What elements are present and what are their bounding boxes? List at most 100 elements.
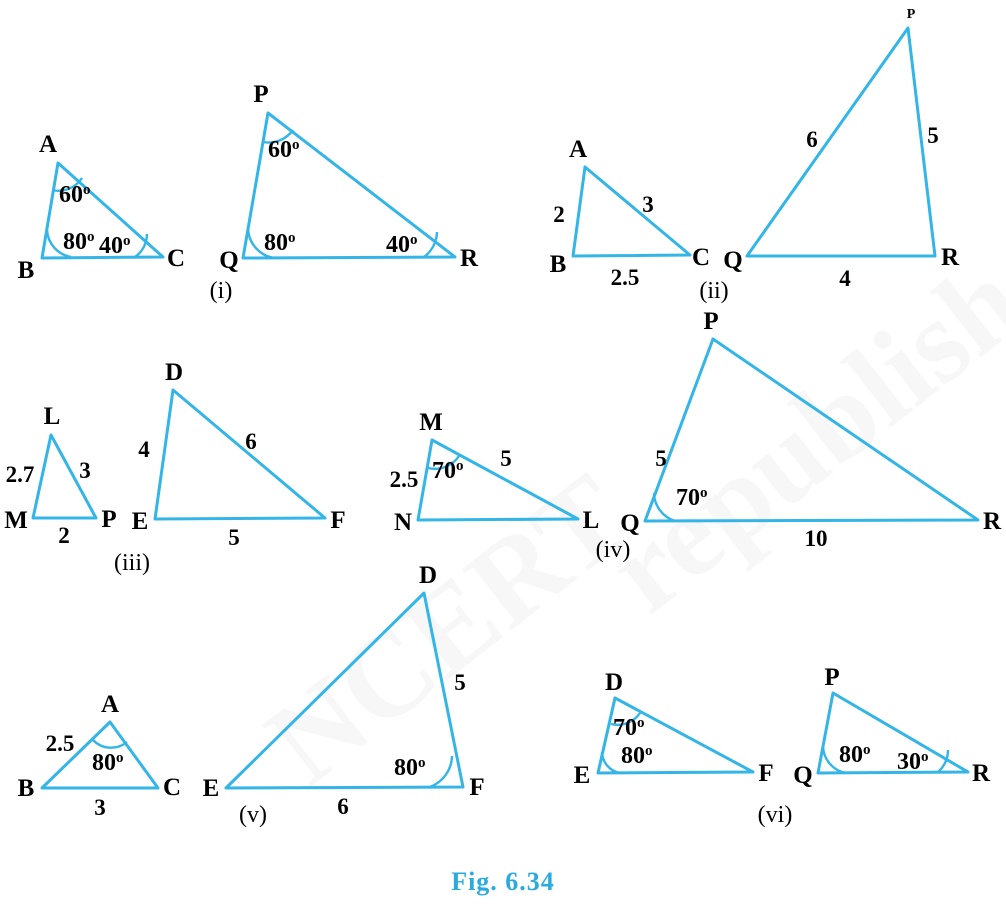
part-label-iv: (iv) (596, 537, 631, 563)
triangle-pqr-iv-outline (643, 337, 980, 523)
side-label-ef-iii: 5 (228, 525, 240, 550)
part-label-ii: (ii) (699, 278, 728, 304)
triangle-def-vi-outline (596, 696, 755, 775)
part-label-vi: (vi) (758, 802, 793, 828)
vertex-label-p-i: P (253, 81, 268, 108)
vertex-label-m-iv: M (419, 409, 443, 436)
angle-arc-p-i (262, 129, 294, 144)
vertex-label-a-v: A (101, 691, 119, 718)
vertex-label-p-iv: P (703, 308, 718, 335)
angle-label-p-i: 60o (268, 137, 300, 163)
vertex-label-b-ii: B (550, 251, 567, 278)
side-label-qr-iv: 10 (805, 526, 828, 551)
angle-arc-r-vi (937, 749, 950, 773)
vertex-label-b-v: B (18, 775, 35, 802)
triangle-def-vi: D E F 70o 80o (574, 669, 774, 789)
angle-label-r-i: 40o (386, 232, 418, 258)
angle-arc-d-vi (610, 712, 641, 726)
triangle-abc-ii: A B C 2 3 2.5 (550, 136, 710, 290)
vertex-label-p-iii: P (101, 506, 116, 533)
angle-arc-e-vi (600, 751, 621, 775)
angle-arc-a-i (51, 177, 84, 192)
vertex-label-f-iii: F (330, 507, 345, 534)
vertex-label-e-v: E (203, 775, 220, 802)
angle-arc-q-vi (821, 745, 847, 775)
vertex-label-d-vi: D (605, 669, 623, 696)
angle-arc-a-v (92, 739, 128, 749)
angle-arc-f-v (429, 755, 454, 789)
angle-label-a-i: 60o (59, 182, 91, 208)
vertex-label-e-vi: E (574, 762, 591, 789)
vertex-label-q-iv: Q (620, 510, 639, 537)
side-label-mp-iii: 2 (58, 523, 70, 548)
vertex-label-l-iv: L (583, 507, 600, 534)
angle-label-q-iv: 70o (676, 485, 708, 511)
angle-arc-m-iv (427, 455, 460, 470)
angle-arc-q-i (246, 227, 275, 260)
angle-arc-q-iv (652, 492, 676, 523)
side-label-mn-iv: 2.5 (390, 467, 419, 492)
triangle-abc-ii-outline (571, 165, 692, 258)
triangle-mnl-iv: M N L 2.5 5 70o (390, 409, 600, 536)
side-label-lp-iii: 3 (79, 458, 91, 483)
side-label-ml-iv: 5 (500, 446, 512, 471)
vertex-label-p-vi: P (824, 664, 839, 691)
vertex-label-r-iv: R (983, 508, 1002, 535)
side-label-pq-ii: 6 (806, 127, 818, 152)
angle-label-e-vi: 80o (621, 743, 653, 769)
side-label-pq-iv: 5 (655, 446, 667, 471)
vertex-label-r-vi: R (972, 760, 991, 787)
triangle-pqr-iv: P Q R 5 10 70o (620, 308, 1002, 551)
part-vi-group: D E F 70o 80o P Q R 80o 30o (vi) (574, 664, 991, 828)
part-i-group: A B C 60o 80o 40o P Q R 60o 80o 40o (i) (18, 81, 479, 304)
angle-label-m-iv: 70o (432, 458, 464, 484)
vertex-label-q-vi: Q (793, 762, 812, 789)
triangle-pqr-vi-outline (816, 691, 970, 775)
vertex-label-d-iii: D (165, 359, 183, 386)
vertex-label-c-ii: C (692, 244, 710, 271)
side-label-ac-ii: 3 (642, 192, 654, 217)
part-iii-group: L M P 2.7 3 2 D E F 4 6 5 (iii) (4, 359, 345, 576)
vertex-label-l-iii: L (44, 403, 61, 430)
vertex-label-q-ii: Q (723, 247, 742, 274)
angle-label-q-vi: 80o (839, 742, 871, 768)
triangle-def-iii-outline (153, 388, 327, 521)
vertex-label-c-i: C (167, 245, 185, 272)
vertex-label-a-ii: A (569, 136, 587, 163)
vertex-label-f-vi: F (758, 760, 773, 787)
triangle-lmp-iii-outline (31, 433, 98, 520)
side-label-df-iii: 6 (245, 429, 257, 454)
vertex-label-c-v: C (163, 774, 181, 801)
side-label-lm-iii: 2.7 (6, 462, 35, 487)
side-label-pr-ii: 5 (927, 123, 939, 148)
vertex-label-q-i: Q (219, 247, 238, 274)
side-label-qr-ii: 4 (839, 266, 851, 291)
triangle-def-iii: D E F 4 6 5 (132, 359, 346, 550)
angle-arc-b-i (45, 229, 72, 259)
side-label-ab-ii: 2 (553, 202, 565, 227)
vertex-label-b-i: B (18, 257, 35, 284)
side-label-df-v: 5 (454, 670, 466, 695)
angle-label-d-vi: 70o (613, 715, 645, 741)
side-label-bc-v: 3 (94, 795, 106, 820)
angle-label-r-vi: 30o (897, 749, 929, 775)
vertex-label-p-ii: P (907, 7, 916, 22)
triangle-def-v-outline (224, 591, 465, 790)
triangle-pqr-ii: P Q R 6 5 4 (723, 7, 960, 291)
triangle-pqr-i: P Q R 60o 80o 40o (219, 81, 479, 274)
side-label-ab-v: 2.5 (46, 731, 75, 756)
part-label-i: (i) (210, 278, 233, 304)
triangle-abc-i: A B C 60o 80o 40o (18, 131, 185, 284)
side-label-bc-ii: 2.5 (611, 265, 640, 290)
part-label-v: (v) (239, 802, 267, 828)
triangle-pqr-i-outline (241, 111, 457, 260)
angle-label-a-v: 80o (92, 750, 124, 776)
vertex-label-f-v: F (469, 774, 484, 801)
vertex-label-n-iv: N (394, 509, 412, 536)
triangle-pqr-vi: P Q R 80o 30o (793, 664, 991, 789)
part-v-group: A B C 2.5 3 80o D E F 5 6 80o (v) (18, 562, 485, 828)
triangle-lmp-iii: L M P 2.7 3 2 (4, 403, 116, 548)
side-label-ef-v: 6 (337, 794, 349, 819)
